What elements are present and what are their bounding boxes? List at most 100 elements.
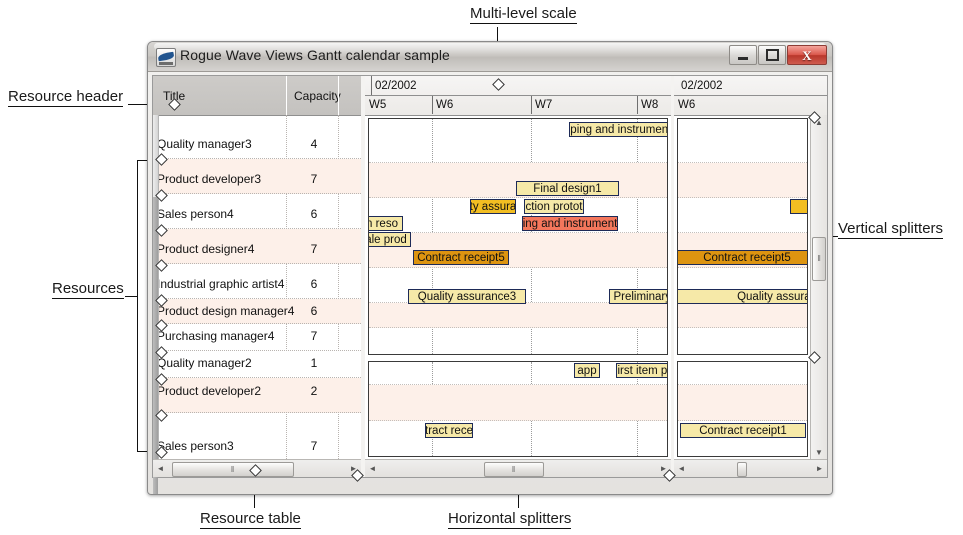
gantt-bar[interactable]: Contract receipt1 bbox=[680, 423, 806, 438]
vertical-splitter-1[interactable] bbox=[361, 76, 365, 477]
gantt-bar[interactable]: ale prod bbox=[369, 232, 411, 247]
column-header-title[interactable]: Title bbox=[163, 88, 186, 103]
gantt-bar[interactable]: irst item pro bbox=[616, 363, 667, 378]
table-row[interactable]: Industrial graphic artist4 6 bbox=[153, 264, 361, 299]
gantt-right-hscroll-track[interactable] bbox=[689, 461, 812, 477]
gantt-bar[interactable]: Preliminary d bbox=[609, 289, 667, 304]
scale-week-w6-right[interactable]: W6 bbox=[678, 99, 696, 111]
gantt-row bbox=[369, 362, 667, 385]
resource-title: Quality manager2 bbox=[157, 356, 252, 370]
table-row[interactable]: Sales person4 6 bbox=[153, 194, 361, 229]
scale-month-right[interactable]: 02/2002 bbox=[681, 79, 723, 92]
resource-title: Industrial graphic artist4 bbox=[157, 277, 285, 291]
gantt-bar[interactable]: ty assura bbox=[470, 199, 516, 214]
gantt-bar[interactable]: Final design1 bbox=[516, 181, 619, 196]
gantt-left-horizontal-scrollbar[interactable]: ◄ ‖ ► bbox=[365, 459, 671, 477]
leader-horizontal-splitters bbox=[518, 492, 519, 508]
gantt-bar[interactable]: n reso bbox=[369, 216, 403, 231]
column-header-capacity[interactable]: Capacity bbox=[294, 88, 341, 103]
scroll-right-arrow-icon[interactable]: ► bbox=[349, 464, 358, 473]
scroll-up-arrow-icon[interactable]: ▲ bbox=[815, 118, 823, 127]
scale-week-w7[interactable]: W7 bbox=[531, 96, 637, 114]
header-divider-1[interactable] bbox=[286, 76, 287, 115]
close-button[interactable]: X bbox=[787, 45, 827, 65]
resource-hscroll-track[interactable]: ‖ bbox=[168, 461, 346, 477]
resource-table-vertical-scrollbar[interactable] bbox=[153, 115, 159, 494]
resource-title: Product developer2 bbox=[157, 384, 262, 398]
resource-table-pane: Title Capacity Quality manager3 4 Produc… bbox=[153, 76, 361, 494]
scale-month-left[interactable]: 02/2002 bbox=[371, 76, 671, 95]
gantt-bar[interactable]: Quality assurance3 bbox=[408, 289, 526, 304]
resource-capacity: 1 bbox=[310, 356, 318, 370]
annotation-resource-header: Resource header bbox=[8, 88, 124, 107]
gantt-body-right: Contract receipt5 Quality assuran Contra… bbox=[674, 115, 811, 477]
gantt-bar[interactable]: Quality assuran bbox=[678, 289, 807, 304]
gantt-left-hscroll-track[interactable]: ‖ bbox=[380, 461, 656, 477]
rogue-wave-logo-icon bbox=[156, 48, 176, 67]
resource-title: Sales person4 bbox=[157, 207, 234, 221]
gantt-right-hscroll-thumb[interactable] bbox=[737, 462, 747, 477]
gantt-pane-right: 02/2002 W6 Contract receipt5 Q bbox=[674, 76, 827, 477]
gantt-bar[interactable]: tract rece bbox=[425, 423, 473, 438]
vertical-splitter-2[interactable] bbox=[671, 76, 674, 477]
scroll-left-arrow-icon[interactable]: ◄ bbox=[677, 464, 686, 473]
gantt-bar[interactable]: Contract receipt5 bbox=[678, 250, 807, 265]
resource-capacity: 6 bbox=[310, 207, 318, 221]
gantt-pane-left: 02/2002 W5 W6 W7 W8 bbox=[365, 76, 671, 477]
gantt-chart-left-bottom[interactable]: app irst item pro tract rece bbox=[368, 361, 668, 457]
table-row[interactable]: Sales person3 7 bbox=[153, 413, 361, 459]
title-bar[interactable]: Rogue Wave Views Gantt calendar sample X bbox=[148, 42, 832, 72]
header-divider-2[interactable] bbox=[338, 76, 339, 115]
gantt-row bbox=[678, 328, 807, 354]
scroll-right-arrow-icon[interactable]: ► bbox=[659, 464, 668, 473]
scale-week-row-right: W6 bbox=[674, 96, 827, 114]
gantt-row bbox=[678, 385, 807, 421]
resource-hscroll-thumb[interactable]: ‖ bbox=[172, 462, 294, 477]
scroll-grip-icon: ‖ bbox=[511, 464, 517, 474]
scale-week-w5[interactable]: W5 bbox=[369, 99, 387, 111]
minimize-button[interactable] bbox=[729, 45, 757, 65]
resource-capacity: 7 bbox=[310, 329, 318, 343]
window-title: Rogue Wave Views Gantt calendar sample bbox=[180, 47, 450, 63]
table-row[interactable]: Product developer3 7 bbox=[153, 159, 361, 194]
gantt-chart-left-top[interactable]: ping and instrument t Final design1 ty a… bbox=[368, 118, 668, 355]
scroll-down-arrow-icon[interactable]: ▼ bbox=[815, 448, 823, 457]
resource-table-horizontal-scrollbar[interactable]: ◄ ‖ ► bbox=[153, 459, 361, 477]
gantt-right-vertical-scrollbar[interactable]: ▲ ‖ ▼ bbox=[810, 115, 827, 460]
table-row[interactable]: Product designer4 7 bbox=[153, 229, 361, 264]
scale-week-w8[interactable]: W8 bbox=[637, 96, 671, 114]
gantt-chart-right-top[interactable]: Contract receipt5 Quality assuran bbox=[677, 118, 808, 355]
table-row[interactable]: Purchasing manager4 7 bbox=[153, 324, 361, 351]
gantt-left-hscroll-thumb[interactable]: ‖ bbox=[484, 462, 544, 477]
gantt-bar[interactable]: ction protot bbox=[524, 199, 584, 214]
table-row[interactable]: Product design manager4 6 bbox=[153, 299, 361, 324]
scroll-grip-icon: ‖ bbox=[814, 254, 824, 264]
multi-level-scale-left: 02/2002 W5 W6 W7 W8 bbox=[365, 76, 671, 116]
gantt-bar[interactable]: app bbox=[574, 363, 600, 378]
logo-base-shape bbox=[159, 62, 173, 65]
gantt-bar[interactable]: ping and instrument t bbox=[569, 122, 667, 137]
application-window: Rogue Wave Views Gantt calendar sample X… bbox=[147, 41, 833, 495]
column-header-extra[interactable] bbox=[340, 76, 360, 115]
table-row[interactable]: Quality manager3 4 bbox=[153, 115, 361, 159]
scroll-left-arrow-icon[interactable]: ◄ bbox=[156, 464, 165, 473]
gantt-bar[interactable] bbox=[790, 199, 807, 214]
scroll-right-arrow-icon[interactable]: ► bbox=[815, 464, 824, 473]
gantt-row bbox=[369, 303, 667, 328]
scale-week-w6[interactable]: W6 bbox=[432, 96, 531, 114]
client-area: Title Capacity Quality manager3 4 Produc… bbox=[152, 75, 828, 494]
table-row[interactable]: Quality manager2 1 bbox=[153, 351, 361, 378]
maximize-button[interactable] bbox=[758, 45, 786, 65]
gantt-bar[interactable]: Contract receipt5 bbox=[413, 250, 509, 265]
gantt-row bbox=[678, 362, 807, 385]
resource-table-vscroll-thumb[interactable] bbox=[153, 197, 158, 494]
resource-capacity: 7 bbox=[310, 242, 318, 256]
table-row[interactable]: Product developer2 2 bbox=[153, 378, 361, 413]
gantt-row bbox=[369, 421, 667, 456]
gantt-chart-right-bottom[interactable]: Contract receipt1 bbox=[677, 361, 808, 457]
gantt-row bbox=[369, 328, 667, 354]
gantt-right-vscroll-thumb[interactable]: ‖ bbox=[812, 237, 826, 281]
scroll-left-arrow-icon[interactable]: ◄ bbox=[368, 464, 377, 473]
gantt-bar[interactable]: ing and instrument bbox=[522, 216, 618, 231]
gantt-right-horizontal-scrollbar[interactable]: ◄ ► bbox=[674, 459, 827, 477]
